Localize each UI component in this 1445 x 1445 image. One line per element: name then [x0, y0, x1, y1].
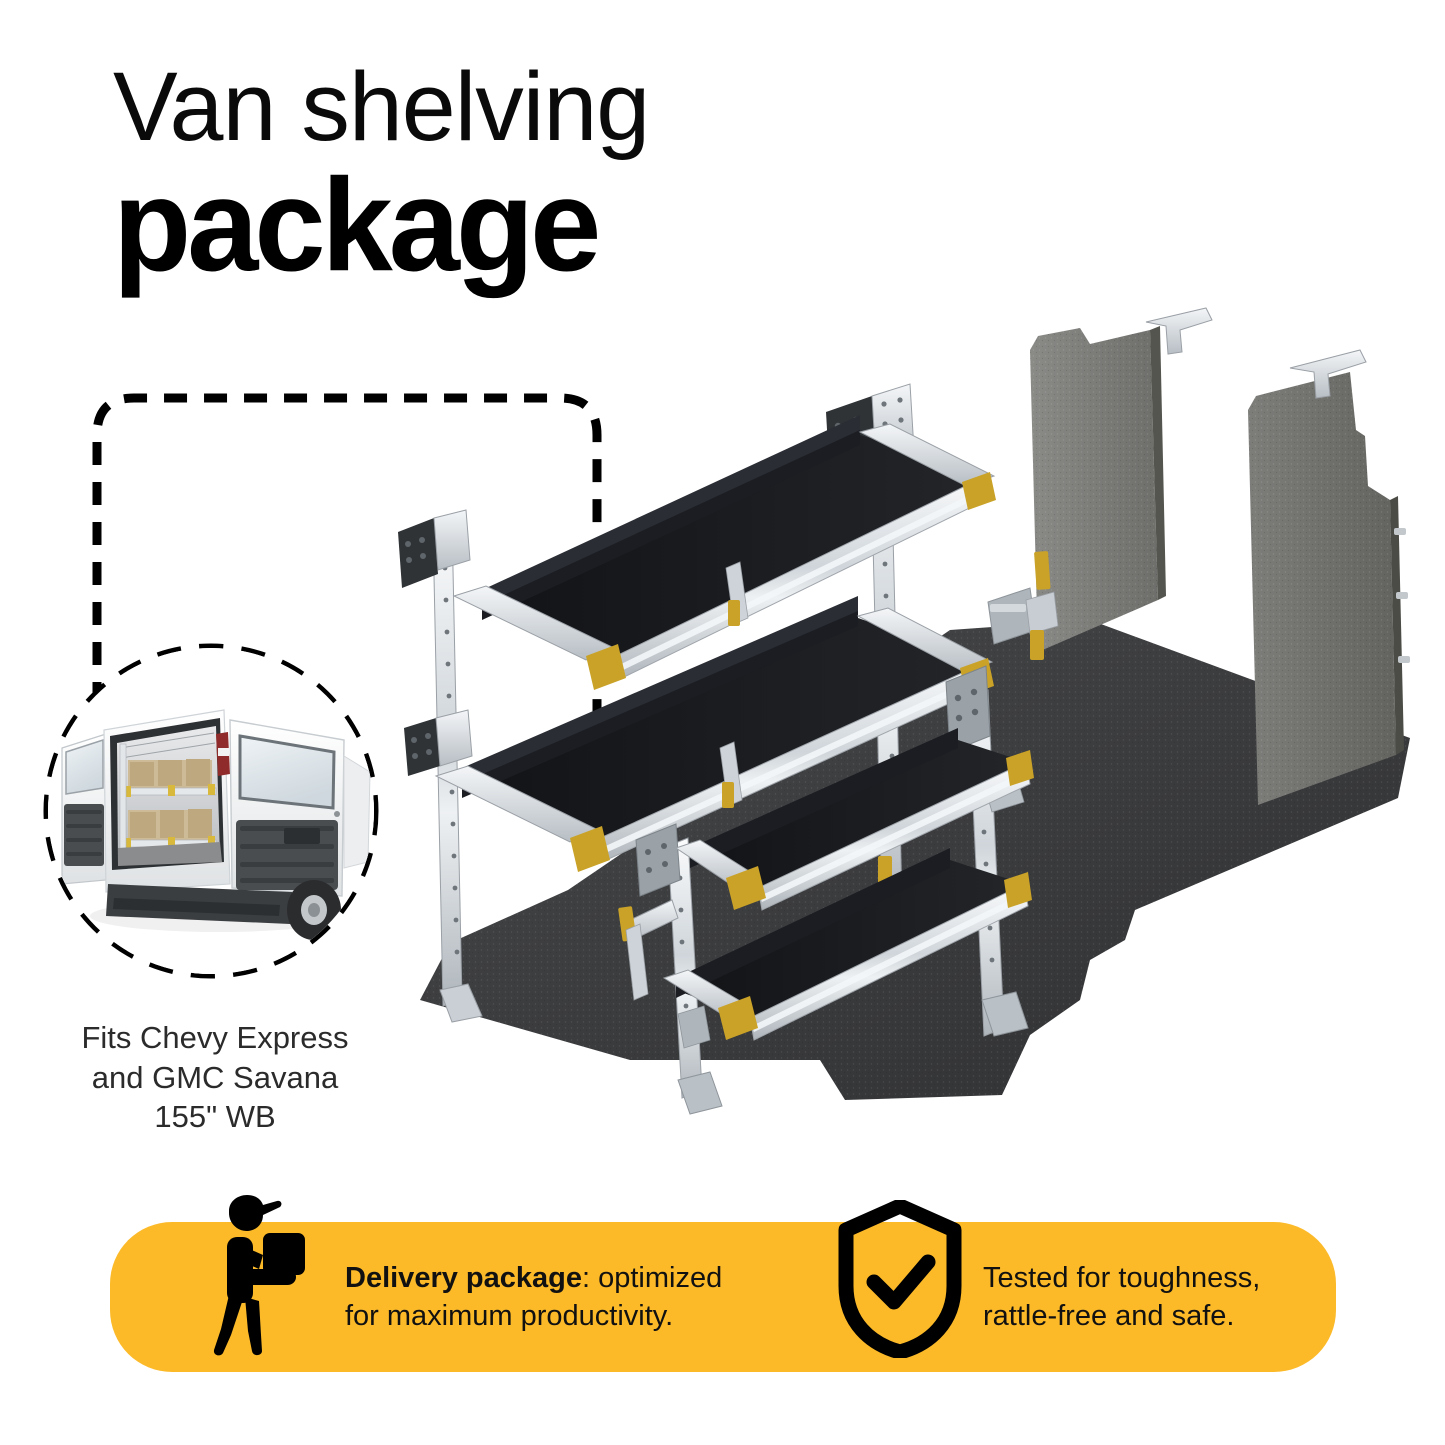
shelf-rear-bottom	[434, 596, 994, 872]
caption-line-3: 155" WB	[154, 1099, 276, 1135]
van-photo-circle	[48, 648, 374, 974]
van-right-door	[229, 719, 345, 897]
feature-banner: Delivery package: optimized for maximum …	[110, 1222, 1336, 1372]
shelf-front-top	[674, 728, 1034, 911]
title-line-1: Van shelving	[113, 52, 650, 161]
shelving-unit-rear	[398, 383, 996, 1023]
van-caption: Fits Chevy Express and GMC Savana 155" W…	[30, 1018, 400, 1137]
feature-tested-text: Tested for toughness, rattle-free and sa…	[983, 1259, 1260, 1336]
product-render	[398, 307, 1410, 1115]
page-title: Van shelving package	[113, 52, 913, 300]
wall-liner-panel-left	[1030, 307, 1213, 652]
feature-tested-line2: rattle-free and safe.	[983, 1300, 1235, 1332]
callout-rect-path	[92, 393, 602, 860]
feature-delivery-line2: for maximum productivity.	[345, 1300, 674, 1332]
van-body	[103, 709, 231, 893]
wall-liner-panel-right	[1248, 349, 1410, 805]
van-photo	[48, 648, 374, 974]
caption-line-2: and GMC Savana	[91, 1059, 339, 1095]
feature-tested-toughness: Tested for toughness, rattle-free and sa…	[835, 1222, 1260, 1372]
center-hardware	[987, 587, 1059, 660]
shelf-front-bottom	[662, 848, 1032, 1041]
feature-delivery-rest: : optimized	[581, 1261, 723, 1294]
feature-delivery-package: Delivery package: optimized for maximum …	[205, 1222, 722, 1372]
upright-front-left	[635, 823, 723, 1115]
shield-check-icon	[838, 1200, 962, 1358]
shelving-unit-front	[618, 665, 1034, 1115]
feature-tested-line1: Tested for toughness,	[983, 1261, 1261, 1294]
delivery-person-icon	[213, 1195, 305, 1356]
shelf-rear-top	[452, 415, 996, 690]
title-line-2: package	[113, 151, 601, 300]
feature-delivery-strong: Delivery package	[345, 1261, 582, 1294]
van-left-door	[61, 733, 107, 885]
feature-delivery-text: Delivery package: optimized for maximum …	[345, 1259, 722, 1336]
caption-line-1: Fits Chevy Express	[81, 1020, 349, 1055]
upright-rear-left	[398, 509, 483, 1023]
